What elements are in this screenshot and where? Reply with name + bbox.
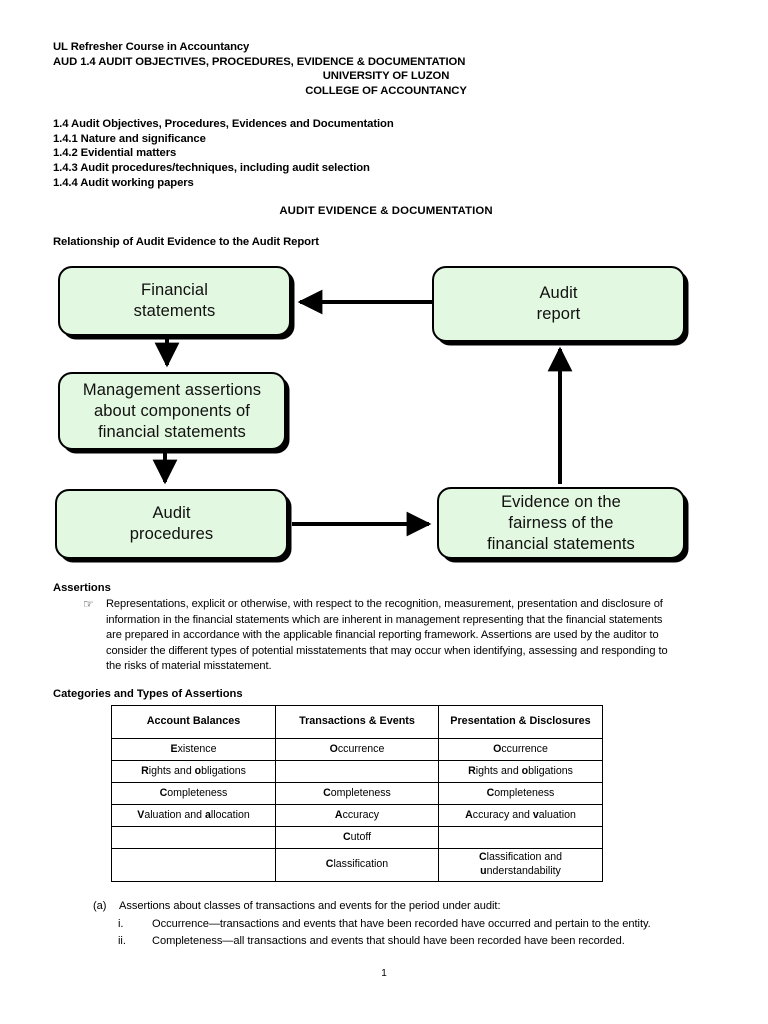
list-marker-a: (a) — [93, 900, 107, 912]
assertions-paragraph: Representations, explicit or otherwise, … — [106, 598, 668, 672]
flow-node-evidence-fairness: Evidence on the fairness of the financia… — [437, 487, 685, 559]
table-cell — [111, 848, 276, 882]
outline-item-1-4-3: 1.4.3 Audit procedures/techniques, inclu… — [53, 162, 370, 175]
table-cell — [111, 826, 276, 849]
page-number: 1 — [381, 968, 387, 979]
categories-heading: Categories and Types of Assertions — [53, 688, 243, 700]
list-text-ii: Completeness—all transactions and events… — [152, 935, 625, 947]
table-header-transactions-events: Transactions & Events — [275, 705, 439, 739]
document-header: UL Refresher Course in Accountancy AUD 1… — [53, 40, 719, 98]
table-cell: Classification and understandability — [438, 848, 603, 882]
outline-list: 1.4 Audit Objectives, Procedures, Eviden… — [53, 117, 653, 191]
outline-item-1-4-2: 1.4.2 Evidential matters — [53, 147, 177, 160]
table-cell: Completeness — [275, 782, 439, 805]
table-header-account-balances: Account Balances — [111, 705, 276, 739]
table-header-presentation-disclosures: Presentation & Disclosures — [438, 705, 603, 739]
list-item-i: i. Occurrence—transactions and events th… — [118, 916, 733, 934]
flow-node-audit-report-line2: report — [536, 305, 581, 323]
flow-node-evidence-fairness-line3: financial statements — [487, 534, 635, 553]
flow-node-financial-statements: Financial statements — [58, 266, 291, 336]
outline-item-1-4-1: 1.4.1 Nature and significance — [53, 132, 206, 145]
table-cell: Classification — [275, 848, 439, 882]
table-cell: Cutoff — [275, 826, 439, 849]
list-item-ii: ii. Completeness—all transactions and ev… — [118, 933, 733, 951]
list-item-a: (a) Assertions about classes of transact… — [93, 898, 733, 916]
list-text-i: Occurrence—transactions and events that … — [152, 917, 651, 930]
list-text-a: Assertions about classes of transactions… — [119, 900, 501, 912]
table-cell: Accuracy and valuation — [438, 804, 603, 827]
table-cell: Completeness — [438, 782, 603, 805]
flow-node-audit-procedures: Audit procedures — [55, 489, 288, 559]
bottom-ordered-list: (a) Assertions about classes of transact… — [93, 898, 733, 951]
header-line-university: UNIVERSITY OF LUZON — [322, 70, 450, 83]
flow-node-management-assertions: Management assertions about components o… — [58, 372, 286, 450]
outline-item-1-4: 1.4 Audit Objectives, Procedures, Eviden… — [53, 118, 394, 130]
list-marker-ii: ii. — [118, 935, 126, 947]
table-cell: Rights and obligations — [111, 760, 276, 783]
table-row: Rights and obligations Rights and obliga… — [111, 760, 603, 783]
table-cell: Existence — [111, 738, 276, 761]
list-marker-i: i. — [118, 917, 124, 930]
header-line-college: COLLEGE OF ACCOUNTANCY — [305, 84, 467, 97]
flow-node-management-assertions-line3: financial statements — [98, 422, 246, 441]
header-line-subject: AUD 1.4 AUDIT OBJECTIVES, PROCEDURES, EV… — [53, 55, 466, 68]
table-cell: Accuracy — [275, 804, 439, 827]
table-cell: Valuation and allocation — [111, 804, 276, 827]
assertions-paragraph-row: ☞ Representations, explicit or otherwise… — [83, 597, 681, 675]
flow-node-audit-report-line1: Audit — [539, 284, 578, 302]
table-row: Cutoff — [111, 826, 603, 849]
assertions-table: Account Balances Transactions & Events P… — [111, 705, 603, 882]
outline-item-1-4-4: 1.4.4 Audit working papers — [53, 176, 194, 189]
flow-node-evidence-fairness-line2: fairness of the — [508, 513, 614, 532]
flow-node-financial-statements-line1: Financial — [141, 281, 208, 299]
pointing-hand-icon: ☞ — [83, 597, 94, 611]
flow-node-management-assertions-line2: about components of — [93, 401, 250, 420]
table-cell: Occurrence — [438, 738, 603, 761]
header-line-course: UL Refresher Course in Accountancy — [53, 41, 250, 53]
flow-node-audit-procedures-line2: procedures — [129, 525, 214, 543]
flow-node-financial-statements-line2: statements — [133, 302, 216, 320]
flow-node-management-assertions-line1: Management assertions — [82, 380, 262, 399]
flow-node-evidence-fairness-line1: Evidence on the — [501, 492, 621, 511]
table-cell: Occurrence — [275, 738, 439, 761]
table-cell: Rights and obligations — [438, 760, 603, 783]
table-cell: Completeness — [111, 782, 276, 805]
table-header-row: Account Balances Transactions & Events P… — [111, 705, 603, 739]
assertions-heading: Assertions — [53, 582, 111, 594]
flow-node-audit-report: Audit report — [432, 266, 685, 342]
diagram-caption: Relationship of Audit Evidence to the Au… — [53, 236, 319, 248]
section-title: AUDIT EVIDENCE & DOCUMENTATION — [279, 205, 493, 217]
table-cell — [438, 826, 603, 849]
flow-node-audit-procedures-line1: Audit — [152, 504, 191, 522]
table-cell — [275, 760, 439, 783]
